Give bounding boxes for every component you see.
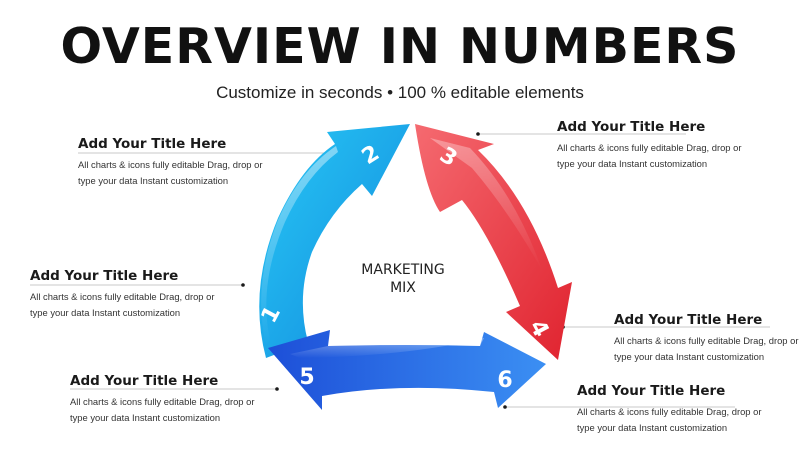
info-card-title: Add Your Title Here bbox=[78, 136, 227, 152]
center-label-line-2: MIX bbox=[390, 280, 416, 296]
arrow-right-red bbox=[415, 124, 572, 360]
center-label-line-1: MARKETING bbox=[361, 262, 445, 278]
arrow-bottom-blue bbox=[268, 330, 546, 410]
arrow-highlight-bottom bbox=[290, 338, 484, 358]
connector-dot-2 bbox=[241, 283, 245, 287]
connector-lines bbox=[30, 133, 770, 408]
info-card-title: Add Your Title Here bbox=[577, 383, 726, 399]
info-card-body: All charts & icons fully editable Drag, … bbox=[557, 142, 742, 169]
center-label: MARKETING MIX bbox=[343, 261, 463, 297]
info-card-body: All charts & icons fully editable Drag, … bbox=[78, 159, 263, 186]
info-card-3: Add Your Title Here All charts & icons f… bbox=[70, 373, 270, 426]
info-card-body: All charts & icons fully editable Drag, … bbox=[70, 396, 255, 423]
arrow-left-blue bbox=[259, 124, 410, 358]
info-card-title: Add Your Title Here bbox=[557, 119, 706, 135]
page-subtitle: Customize in seconds • 100 % editable el… bbox=[216, 83, 584, 102]
segment-number-5: 5 bbox=[299, 365, 314, 390]
info-card-1: Add Your Title Here All charts & icons f… bbox=[78, 136, 278, 189]
arrow-highlight-left bbox=[261, 146, 338, 345]
connector-dot-3 bbox=[275, 387, 279, 391]
connector-dot-4 bbox=[476, 132, 480, 136]
info-card-body: All charts & icons fully editable Drag, … bbox=[577, 406, 762, 433]
info-card-5: Add Your Title Here All charts & icons f… bbox=[614, 312, 800, 365]
info-card-6: Add Your Title Here All charts & icons f… bbox=[577, 383, 777, 436]
info-card-4: Add Your Title Here All charts & icons f… bbox=[557, 119, 757, 172]
page-title: OVERVIEW IN NUMBERS bbox=[60, 18, 740, 75]
info-card-body: All charts & icons fully editable Drag, … bbox=[30, 291, 215, 318]
info-card-2: Add Your Title Here All charts & icons f… bbox=[30, 268, 230, 321]
info-card-title: Add Your Title Here bbox=[70, 373, 219, 389]
arrow-body-right bbox=[415, 124, 572, 360]
segment-number-6: 6 bbox=[497, 368, 512, 393]
info-card-body: All charts & icons fully editable Drag, … bbox=[614, 335, 799, 362]
info-card-title: Add Your Title Here bbox=[614, 312, 763, 328]
connector-dot-6 bbox=[503, 405, 507, 409]
arrow-body-left bbox=[259, 124, 410, 358]
info-card-title: Add Your Title Here bbox=[30, 268, 179, 284]
